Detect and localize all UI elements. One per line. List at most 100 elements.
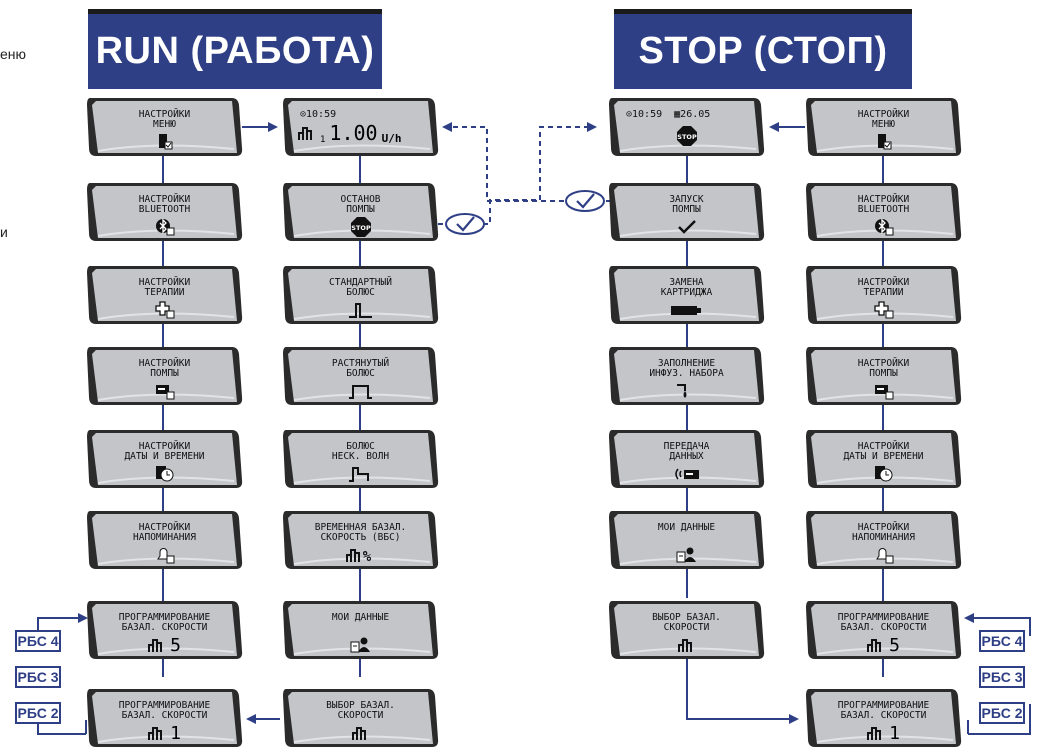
- cartridge-icon: [667, 301, 707, 319]
- lcd-screen-infusion-set-fill: ЗАПОЛНЕНИЕ ИНФУЗ. НАБОРА: [608, 346, 765, 406]
- lcd-screen-temporary-basal: ВРЕМЕННАЯ БАЗАЛ. СКОРОСТЬ (ВБС)%: [282, 510, 439, 570]
- my-data-icon: [667, 546, 707, 564]
- reminder-settings-icon: [145, 546, 185, 564]
- screen-label: НАСТРОЙКИ ТЕРАПИИ: [138, 277, 191, 298]
- screen-label: ПРОГРАММИРОВАНИЕ БАЗАЛ. СКОРОСТИ: [837, 612, 930, 633]
- lcd-screen-datetime-settings: НАСТРОЙКИ ДАТЫ И ВРЕМЕНИ: [805, 429, 962, 489]
- screen-label: НАСТРОЙКИ ПОМПЫ: [857, 358, 910, 379]
- pump-settings-icon: [864, 382, 904, 400]
- lcd-screen-basal-rate: ВЫБОР БАЗАЛ. СКОРОСТИ: [608, 600, 765, 660]
- checkmark-icon: [667, 218, 707, 236]
- lcd-screen-reminder-settings: НАСТРОЙКИ НАПОМИНАНИЯ: [86, 510, 243, 570]
- therapy-settings-icon: [864, 301, 904, 319]
- rbs2-label: РБС 2: [979, 702, 1025, 724]
- svg-text:STOP: STOP: [351, 224, 371, 232]
- lcd-screen-cartridge: ЗАМЕНА КАРТРИДЖА: [608, 265, 765, 325]
- screen-label: НАСТРОЙКИ ТЕРАПИИ: [857, 277, 910, 298]
- standard-bolus-icon: [341, 301, 381, 319]
- clipped-edge-text-3: и: [0, 224, 8, 240]
- screen-label: РАСТЯНУТЫЙ БОЛЮС: [331, 358, 390, 379]
- lcd-screen-extended-bolus: РАСТЯНУТЫЙ БОЛЮС: [282, 346, 439, 406]
- lcd-screen-my-data: МОИ ДАННЫЕ: [282, 600, 439, 660]
- pump-settings-icon: [145, 382, 185, 400]
- basal-profile-number: 1: [889, 722, 900, 744]
- my-data-icon: [341, 636, 381, 654]
- reminder-settings-icon: [864, 546, 904, 564]
- data-transfer-icon: [667, 465, 707, 483]
- lcd-screen-datetime-settings: НАСТРОЙКИ ДАТЫ И ВРЕМЕНИ: [86, 429, 243, 489]
- lcd-screen-bluetooth-settings: НАСТРОЙКИ BLUETOOTH: [86, 182, 243, 242]
- lcd-screen-therapy-settings: НАСТРОЙКИ ТЕРАПИИ: [805, 265, 962, 325]
- screen-label: ВЫБОР БАЗАЛ. СКОРОСТИ: [652, 612, 721, 633]
- screen-label: НАСТРОЙКИ ПОМПЫ: [138, 358, 191, 379]
- screen-label: НАСТРОЙКИ МЕНЮ: [138, 109, 191, 130]
- menu-settings-icon: [145, 133, 185, 151]
- basal-rate-value: 1.00: [329, 121, 378, 145]
- basal-profile-number: 1: [320, 135, 326, 145]
- svg-text:STOP: STOP: [677, 133, 697, 141]
- screen-label: БОЛЮС НЕСК. ВОЛН: [331, 441, 390, 462]
- lcd-screen-multiwave-bolus: БОЛЮС НЕСК. ВОЛН: [282, 429, 439, 489]
- screen-label: НАСТРОЙКИ BLUETOOTH: [138, 194, 191, 215]
- stop-icon: STOP: [667, 126, 707, 146]
- basal-rate-icon: [341, 724, 381, 742]
- lcd-screen-standard-bolus: СТАНДАРТНЫЙ БОЛЮС: [282, 265, 439, 325]
- run-header: RUN (РАБОТА): [88, 9, 382, 89]
- basal-rate-icon: [298, 125, 316, 145]
- infusion-set-fill-icon: [667, 382, 707, 400]
- rbs3-label: РБС 3: [15, 666, 61, 688]
- datetime-settings-icon: [145, 465, 185, 483]
- lcd-screen-menu-settings: НАСТРОЙКИ МЕНЮ: [805, 97, 962, 157]
- basal-rate-icon: 5: [854, 634, 914, 656]
- screen-label: НАСТРОЙКИ ДАТЫ И ВРЕМЕНИ: [843, 441, 924, 462]
- basal-profile-number: 5: [889, 634, 900, 656]
- confirm-check-icon: [445, 213, 485, 235]
- stop-header: STOP (СТОП): [614, 9, 912, 89]
- lcd-screen-data-transfer: ПЕРЕДАЧА ДАННЫХ: [608, 429, 765, 489]
- basal-rate-icon: 1: [135, 722, 195, 744]
- clock-time: ⊙10:59: [300, 109, 337, 120]
- multiwave-bolus-icon: [341, 465, 381, 483]
- rbs3-label: РБС 3: [979, 666, 1025, 688]
- screen-label: ПРОГРАММИРОВАНИЕ БАЗАЛ. СКОРОСТИ: [118, 612, 211, 633]
- svg-text:%: %: [362, 549, 371, 563]
- screen-label: ОСТАНОВ ПОМПЫ: [340, 194, 381, 215]
- basal-rate-icon: 5: [135, 634, 195, 656]
- screen-label: ПРОГРАММИРОВАНИЕ БАЗАЛ. СКОРОСТИ: [118, 700, 211, 721]
- basal-profile-number: 1: [170, 722, 181, 744]
- screen-label: ЗАПУСК ПОМПЫ: [669, 194, 704, 215]
- screen-label: ВЫБОР БАЗАЛ. СКОРОСТИ: [326, 700, 395, 721]
- lcd-screen-checkmark: ЗАПУСК ПОМПЫ: [608, 182, 765, 242]
- datetime-settings-icon: [864, 465, 904, 483]
- screen-label: НАСТРОЙКИ BLUETOOTH: [857, 194, 910, 215]
- screen-label: ПРОГРАММИРОВАНИЕ БАЗАЛ. СКОРОСТИ: [837, 700, 930, 721]
- screen-label: ЗАПОЛНЕНИЕ ИНФУЗ. НАБОРА: [649, 358, 724, 379]
- lcd-screen-pump-settings: НАСТРОЙКИ ПОМПЫ: [805, 346, 962, 406]
- screen-label: НАСТРОЙКИ МЕНЮ: [857, 109, 910, 130]
- screen-label: ВРЕМЕННАЯ БАЗАЛ. СКОРОСТЬ (ВБС): [314, 522, 407, 543]
- confirm-check-icon: [565, 190, 605, 212]
- screen-label: СТАНДАРТНЫЙ БОЛЮС: [329, 277, 392, 298]
- screen-label: МОИ ДАННЫЕ: [657, 522, 716, 533]
- basal-rate-unit: U/h: [381, 132, 402, 145]
- basal-profile-number: 5: [170, 634, 181, 656]
- lcd-screen-therapy-settings: НАСТРОЙКИ ТЕРАПИИ: [86, 265, 243, 325]
- lcd-screen-stop: ОСТАНОВ ПОМПЫ STOP: [282, 182, 439, 242]
- clock-date: ⊙10:59 ▦26.05: [626, 109, 711, 120]
- screen-label: НАСТРОЙКИ НАПОМИНАНИЯ: [852, 522, 915, 543]
- lcd-screen-basal-rate: ВЫБОР БАЗАЛ. СКОРОСТИ: [282, 688, 439, 748]
- stop-icon: STOP: [341, 217, 381, 237]
- lcd-screen-reminder-settings: НАСТРОЙКИ НАПОМИНАНИЯ: [805, 510, 962, 570]
- screen-label: НАСТРОЙКИ НАПОМИНАНИЯ: [133, 522, 196, 543]
- basal-rate-icon: 1: [854, 722, 914, 744]
- screen-label: ПЕРЕДАЧА ДАННЫХ: [663, 441, 710, 462]
- temporary-basal-icon: %: [341, 546, 381, 564]
- bluetooth-settings-icon: [145, 218, 185, 236]
- menu-settings-icon: [864, 133, 904, 151]
- lcd-screen-my-data: МОИ ДАННЫЕ: [608, 510, 765, 570]
